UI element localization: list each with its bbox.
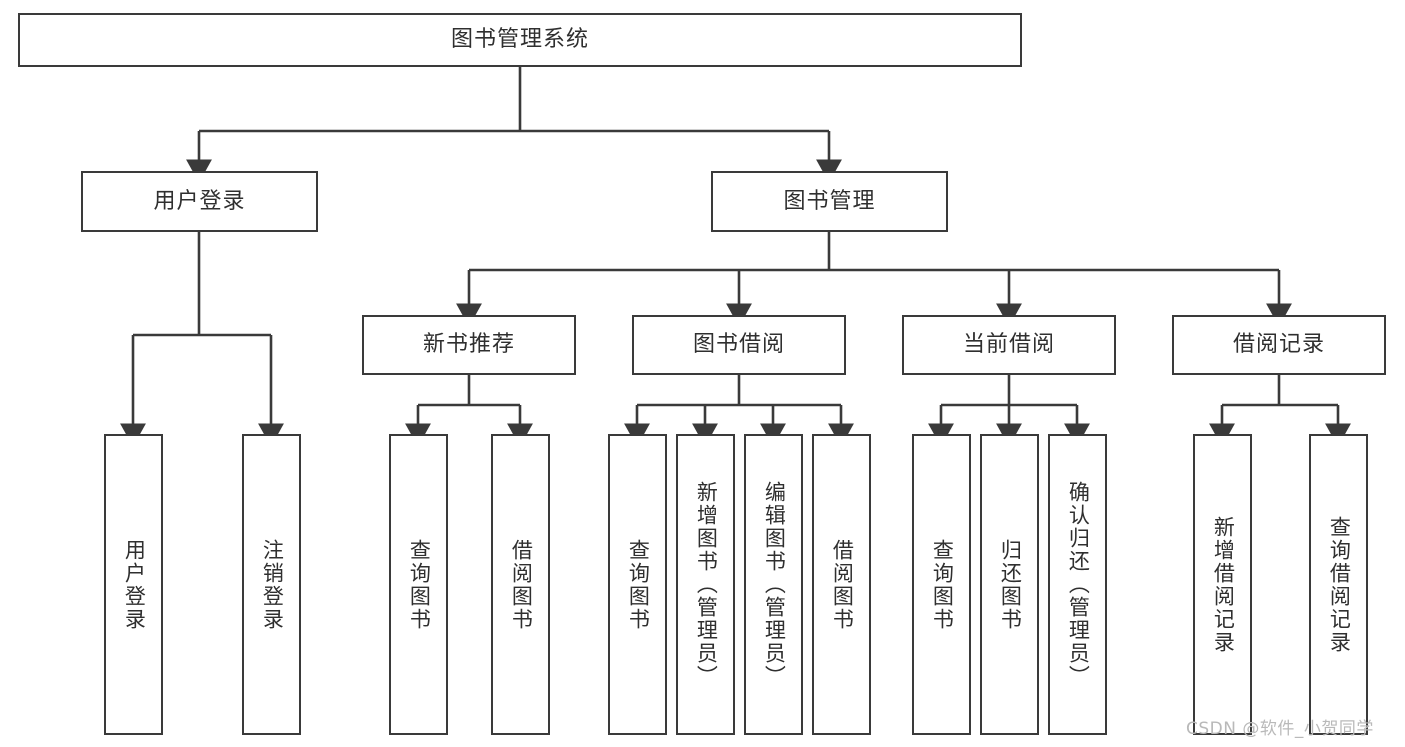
node-leaf-return-book-label: 归还图书 — [998, 538, 1023, 631]
node-leaf-add-record-label: 新增借阅记录 — [1211, 515, 1236, 654]
node-book-borrow-label: 图书借阅 — [692, 332, 785, 358]
node-user-login-label: 用户登录 — [153, 188, 246, 214]
node-current-borrow-label: 当前借阅 — [962, 332, 1055, 358]
node-leaf-query-book-2-label: 查询图书 — [626, 538, 651, 631]
node-leaf-user-logout[interactable]: 注销登录 — [242, 434, 301, 735]
node-leaf-borrow-book-1-label: 借阅图书 — [509, 538, 534, 631]
node-root-label: 图书管理系统 — [450, 27, 589, 53]
node-leaf-borrow-book-1[interactable]: 借阅图书 — [491, 434, 550, 735]
node-leaf-query-book-1-label: 查询图书 — [407, 538, 432, 631]
node-leaf-edit-book-label: 编辑图书（管理员） — [762, 481, 787, 688]
node-leaf-borrow-book-2-label: 借阅图书 — [830, 538, 855, 631]
node-leaf-user-login[interactable]: 用户登录 — [104, 434, 163, 735]
node-new-book-rec[interactable]: 新书推荐 — [362, 315, 576, 375]
node-leaf-query-record[interactable]: 查询借阅记录 — [1309, 434, 1368, 735]
node-leaf-add-record[interactable]: 新增借阅记录 — [1193, 434, 1252, 735]
node-leaf-confirm-return-label: 确认归还（管理员） — [1066, 481, 1091, 688]
node-user-login[interactable]: 用户登录 — [81, 171, 318, 232]
node-leaf-query-book-1[interactable]: 查询图书 — [389, 434, 448, 735]
node-current-borrow[interactable]: 当前借阅 — [902, 315, 1116, 375]
node-borrow-record-label: 借阅记录 — [1232, 332, 1325, 358]
node-book-manage-label: 图书管理 — [783, 188, 876, 214]
node-leaf-query-record-label: 查询借阅记录 — [1327, 515, 1352, 654]
node-leaf-query-book-3[interactable]: 查询图书 — [912, 434, 971, 735]
node-new-book-rec-label: 新书推荐 — [422, 332, 515, 358]
node-leaf-user-logout-label: 注销登录 — [260, 538, 285, 631]
node-leaf-query-book-3-label: 查询图书 — [930, 538, 955, 631]
node-book-manage[interactable]: 图书管理 — [711, 171, 948, 232]
node-leaf-add-book[interactable]: 新增图书（管理员） — [676, 434, 735, 735]
node-borrow-record[interactable]: 借阅记录 — [1172, 315, 1386, 375]
node-leaf-return-book[interactable]: 归还图书 — [980, 434, 1039, 735]
node-leaf-confirm-return[interactable]: 确认归还（管理员） — [1048, 434, 1107, 735]
watermark: CSDN @软件_小贺同学 — [1186, 719, 1374, 739]
node-leaf-query-book-2[interactable]: 查询图书 — [608, 434, 667, 735]
node-leaf-add-book-label: 新增图书（管理员） — [694, 481, 719, 688]
node-leaf-edit-book[interactable]: 编辑图书（管理员） — [744, 434, 803, 735]
node-root[interactable]: 图书管理系统 — [18, 13, 1022, 67]
node-book-borrow[interactable]: 图书借阅 — [632, 315, 846, 375]
node-leaf-user-login-label: 用户登录 — [122, 538, 147, 631]
node-leaf-borrow-book-2[interactable]: 借阅图书 — [812, 434, 871, 735]
